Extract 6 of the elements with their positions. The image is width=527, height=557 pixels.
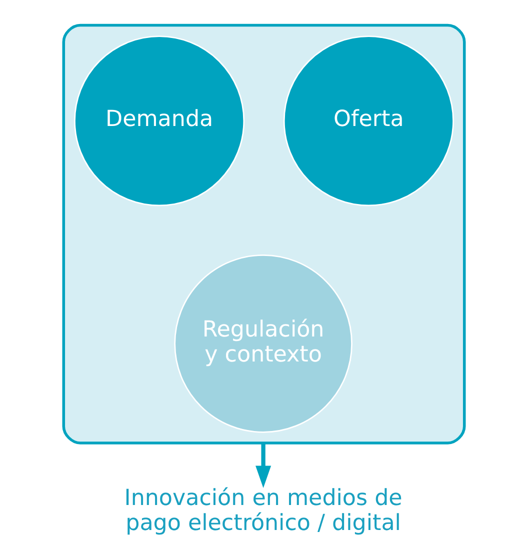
cluster: [62, 24, 466, 444]
node-circle: Demanda: [74, 36, 244, 206]
arrow: [255, 443, 271, 488]
node-circle: Regulación y contexto: [174, 254, 352, 433]
node-text: Innovación en medios de pago electrónico / digital: [124, 485, 402, 536]
node-circle: Oferta: [282, 36, 454, 206]
